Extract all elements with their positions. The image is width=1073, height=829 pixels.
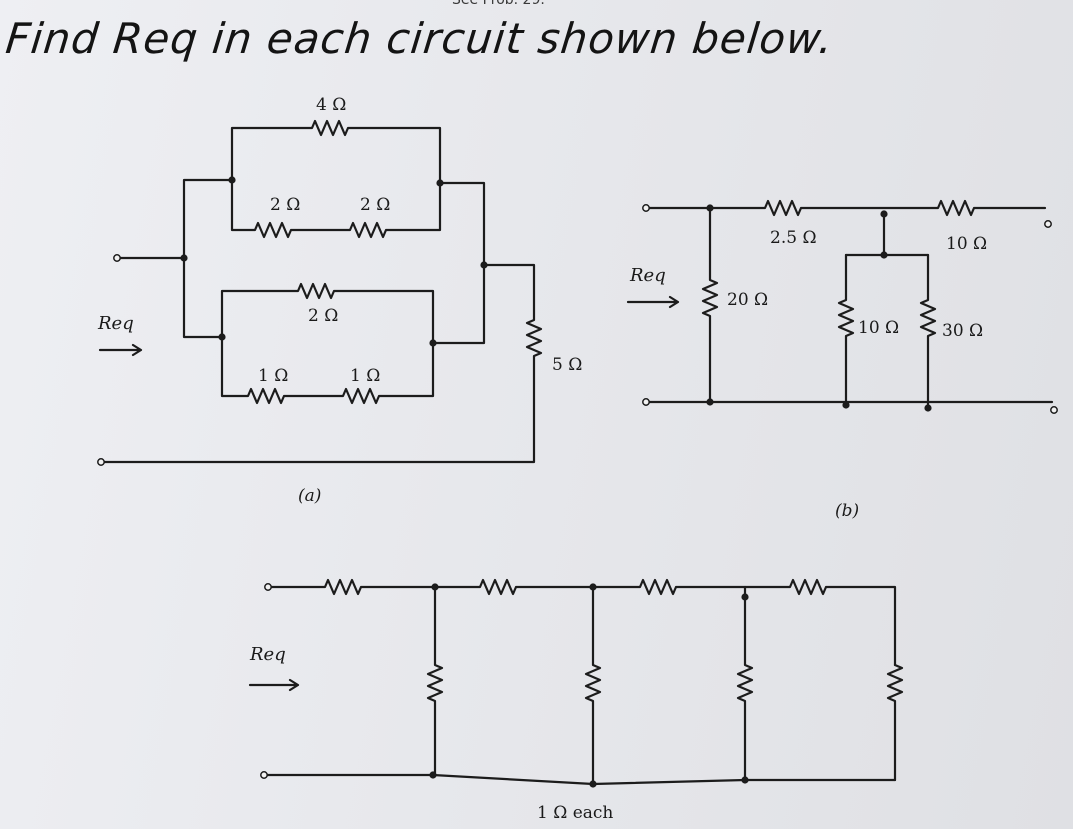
terminal-node [264, 583, 272, 591]
circuit-b-wire [647, 199, 1047, 217]
cropped-reference-text: See Prob. 29. [452, 0, 545, 8]
resistor-label: 5 Ω [552, 355, 582, 375]
junction-dot [431, 583, 439, 591]
resistor-label: 1 Ω [258, 366, 288, 386]
terminal-node [642, 398, 650, 406]
req-arrow [626, 295, 680, 309]
req-label: Req [97, 313, 134, 334]
junction-dot [706, 204, 714, 212]
circuit-a-wire [182, 178, 234, 339]
terminal-node [1050, 406, 1058, 414]
terminal-node [97, 458, 105, 466]
junction-dot [228, 176, 236, 184]
junction-dot [741, 776, 749, 784]
junction-dot [880, 210, 888, 218]
resistor-label: 10 Ω [946, 234, 987, 254]
resistor-label: 2 Ω [360, 195, 390, 215]
circuit-c-wire [886, 663, 904, 782]
junction-dot [589, 583, 597, 591]
req-arrow [248, 678, 300, 692]
junction-dot [880, 251, 888, 259]
circuit-a-wire [102, 263, 543, 464]
junction-dot [429, 771, 437, 779]
circuit-b-wire [701, 206, 719, 404]
circuit-a-wire [230, 178, 442, 239]
circuit-b-wire [919, 253, 937, 410]
circuit-c-wire [584, 585, 602, 786]
circuit-a-wire [220, 282, 435, 345]
terminal-node [260, 771, 268, 779]
circuit-c-wire [736, 595, 754, 782]
junction-dot [218, 333, 226, 341]
junction-dot [842, 401, 850, 409]
circuit-c: Req 1 Ω each [248, 578, 904, 823]
circuit-a: Req 4 Ω 2 Ω 2 Ω 2 Ω 1 Ω 1 Ω 5 Ω (a) [97, 95, 582, 506]
circuit-c-wire [268, 578, 897, 667]
circuit-b: Req 2.5 Ω 10 Ω 20 Ω 10 Ω 30 Ω (b) [626, 199, 1058, 521]
figure-caption: (a) [298, 486, 321, 506]
figure-caption: (b) [835, 501, 859, 521]
junction-dot [429, 339, 437, 347]
req-arrow [98, 343, 143, 357]
resistor-label: 1 Ω [350, 366, 380, 386]
junction-dot [924, 404, 932, 412]
junction-dot [741, 593, 749, 601]
resistor-note: 1 Ω each [537, 803, 613, 823]
circuit-a-wire [230, 119, 442, 182]
junction-dot [180, 254, 188, 262]
resistor-label: 30 Ω [942, 321, 983, 341]
junction-dot [589, 780, 597, 788]
terminal-node [642, 204, 650, 212]
terminal-node [1044, 220, 1052, 228]
circuit-b-wire [837, 253, 855, 407]
circuit-a-wire [220, 335, 435, 405]
terminal-node [113, 254, 121, 262]
circuit-c-wire [264, 773, 897, 786]
circuit-c-wire [426, 585, 444, 777]
resistor-label: 2 Ω [308, 306, 338, 326]
circuit-b-wire [844, 212, 930, 257]
resistor-label: 20 Ω [727, 290, 768, 310]
junction-dot [480, 261, 488, 269]
junction-dot [436, 179, 444, 187]
resistor-label: 2.5 Ω [770, 228, 817, 248]
req-label: Req [629, 265, 666, 286]
resistor-label: 10 Ω [858, 318, 899, 338]
resistor-label: 2 Ω [270, 195, 300, 215]
req-label: Req [249, 644, 286, 665]
resistor-label: 4 Ω [316, 95, 346, 115]
junction-dot [706, 398, 714, 406]
